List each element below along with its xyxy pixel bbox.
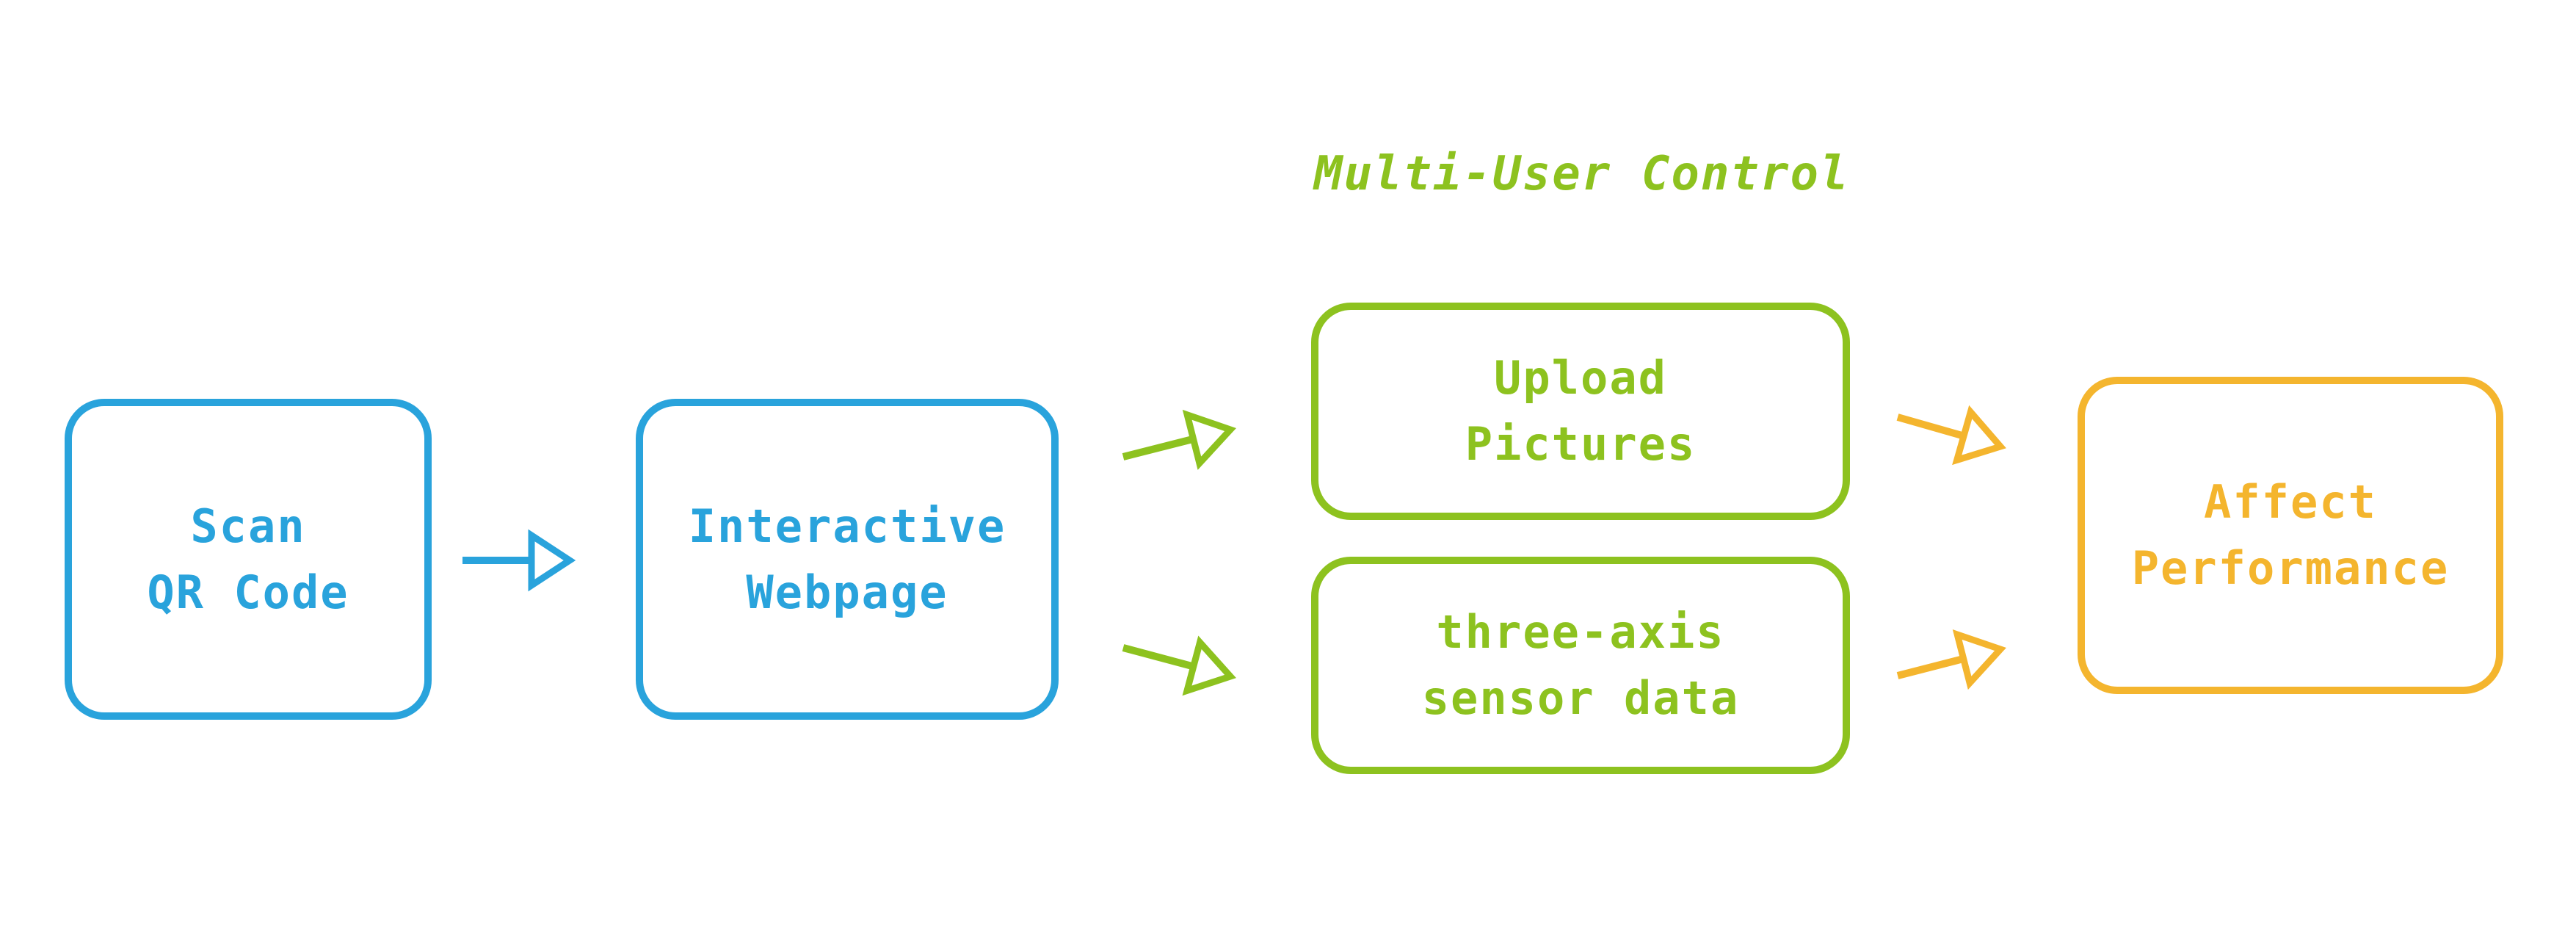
affect-performance-node: Affect Performance bbox=[2078, 377, 2503, 694]
arrow-shaft bbox=[1896, 655, 1964, 679]
arrow-upload-to-affect bbox=[1896, 405, 2006, 466]
node-label-line: QR Code bbox=[147, 565, 349, 619]
upload-pictures-node: Upload Pictures bbox=[1311, 303, 1850, 520]
node-label-line: three-axis bbox=[1436, 605, 1725, 659]
arrow-scan-to-webpage bbox=[462, 529, 576, 592]
node-label-line: Affect bbox=[2204, 475, 2377, 529]
arrow-shaft bbox=[1122, 435, 1194, 460]
arrow-head bbox=[1952, 629, 2006, 690]
node-label-line: Scan bbox=[190, 499, 306, 553]
node-label-line: Interactive bbox=[688, 499, 1006, 553]
arrow-webpage-to-sensor bbox=[1122, 635, 1236, 696]
arrow-webpage-to-upload bbox=[1122, 409, 1236, 470]
arrow-shaft bbox=[1896, 413, 1965, 440]
arrow-head bbox=[528, 529, 576, 592]
node-label-line: Webpage bbox=[746, 565, 948, 619]
arrow-sensor-to-affect bbox=[1896, 629, 2006, 690]
arrow-head bbox=[1952, 405, 2006, 466]
scan-qr-code-node: Scan QR Code bbox=[65, 399, 432, 720]
node-label-line: Performance bbox=[2131, 541, 2450, 595]
multi-user-control-label: Multi-User Control bbox=[1314, 147, 1850, 201]
arrow-head bbox=[1182, 635, 1236, 696]
node-label-line: Pictures bbox=[1465, 417, 1697, 471]
node-label-line: Upload bbox=[1494, 351, 1667, 405]
interactive-webpage-node: Interactive Webpage bbox=[636, 399, 1059, 720]
node-label-line: sensor data bbox=[1421, 671, 1740, 725]
arrow-shaft bbox=[1122, 644, 1195, 671]
sensor-data-node: three-axis sensor data bbox=[1311, 557, 1850, 774]
arrow-head bbox=[1182, 409, 1236, 470]
